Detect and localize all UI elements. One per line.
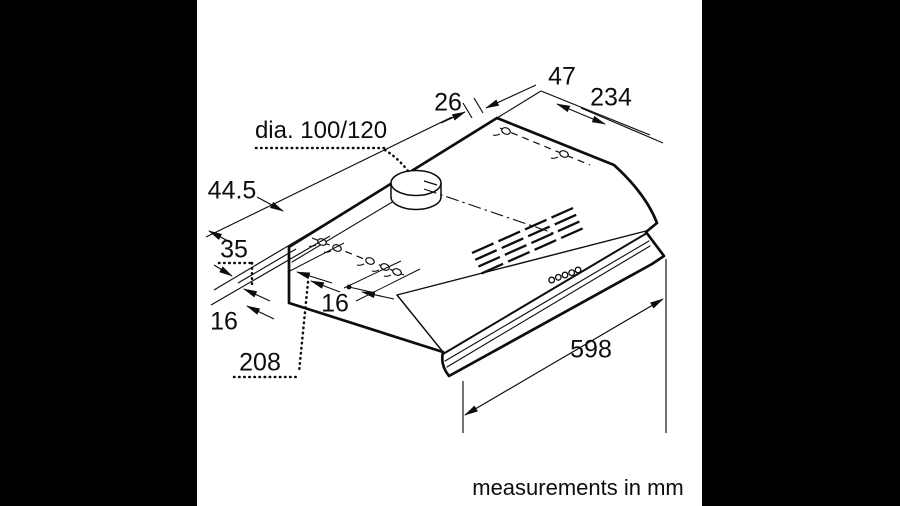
arrow-44-5 — [256, 196, 284, 212]
left-letterbox-bar — [0, 0, 197, 506]
edge-extension-top — [496, 90, 542, 119]
measurements-unit-note: measurements in mm — [472, 475, 684, 500]
diagram-panel — [197, 0, 702, 506]
grille-vents — [471, 206, 584, 275]
arrow-16-left-a — [243, 288, 271, 302]
ext-line-rear-4 — [237, 248, 297, 284]
arrow-16-mid-b — [310, 280, 341, 293]
label-dim-16-mid: 16 — [321, 289, 349, 318]
ext-line-rear-3 — [210, 235, 331, 306]
ext-line-rear-1 — [205, 116, 453, 238]
arrow-16-mid-a — [296, 271, 333, 284]
arrow-35-up — [208, 230, 233, 244]
rear-keyholes — [287, 237, 421, 302]
leader-dia-to-collar — [383, 148, 410, 173]
leader-208-vertical — [297, 280, 310, 374]
arrow-35-down — [213, 264, 233, 277]
label-dim-26: 26 — [434, 88, 462, 117]
label-dim-234: 234 — [590, 83, 632, 112]
ext-line-234-right — [580, 107, 664, 144]
ext-line-rear-2 — [213, 195, 373, 291]
dotted-leaders — [217, 146, 410, 379]
arrow-26 — [440, 111, 466, 124]
label-dim-598: 598 — [570, 335, 612, 364]
duct-collar — [390, 169, 442, 211]
arrow-16-left-b — [246, 305, 275, 320]
control-buttons — [548, 266, 582, 284]
label-dim-35: 35 — [220, 235, 248, 264]
hood-outline — [287, 116, 666, 378]
top-mount-holes — [492, 127, 591, 166]
label-dim-44-5: 44.5 — [207, 176, 257, 205]
arrow-598 — [464, 298, 664, 416]
tick-26-a — [462, 102, 473, 119]
tick-26-b — [473, 97, 484, 114]
arrow-16-mid-c — [361, 291, 395, 300]
label-dim-208: 208 — [239, 348, 281, 377]
label-dim-47: 47 — [548, 62, 576, 91]
dimension-lines — [205, 84, 667, 433]
arrow-234 — [556, 103, 606, 125]
right-letterbox-bar — [702, 0, 900, 506]
label-dim-16-left: 16 — [210, 307, 238, 336]
label-duct-diameter: dia. 100/120 — [254, 117, 388, 144]
arrow-47 — [485, 84, 537, 109]
top-centerline — [423, 188, 557, 235]
